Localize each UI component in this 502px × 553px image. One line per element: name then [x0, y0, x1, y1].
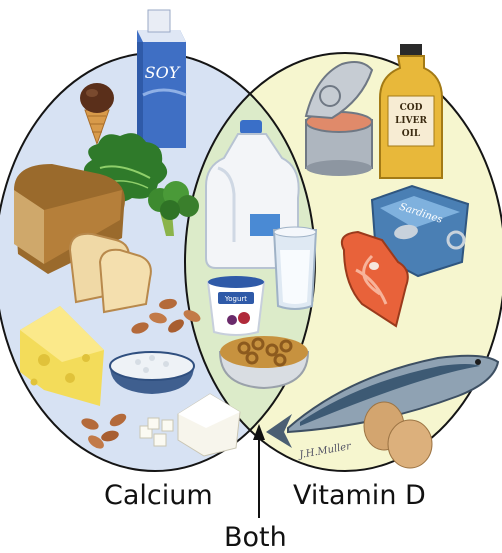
cereal-icon: [220, 336, 308, 388]
cod-liver-oil-label-line-2: LIVER: [395, 116, 427, 126]
cod-liver-oil-label-line-1: COD: [400, 103, 423, 113]
overlap-label: Both: [224, 522, 287, 553]
soy-carton-label: SOY: [145, 63, 181, 82]
soy-milk-icon: SOY: [137, 10, 186, 148]
calcium-set-label: Calcium: [104, 480, 213, 511]
milk-glass-icon: [274, 227, 316, 309]
yogurt-icon: Yogurt: [208, 276, 264, 335]
vitamin-d-set-label: Vitamin D: [293, 480, 426, 511]
cod-liver-oil-label-line-3: OIL: [402, 129, 421, 139]
yogurt-cup-label: Yogurt: [224, 295, 247, 303]
both-arrow: [253, 424, 265, 518]
